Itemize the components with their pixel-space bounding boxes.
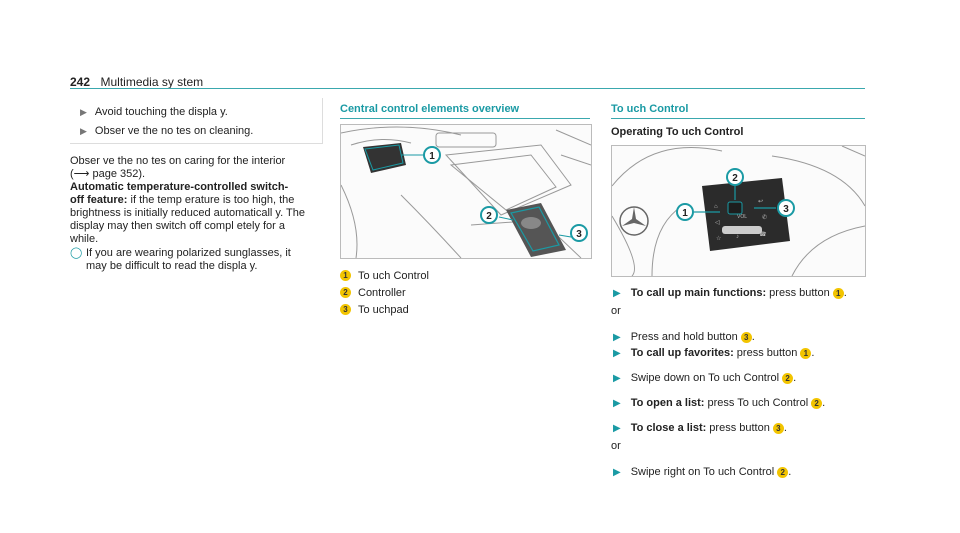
or-separator: or [611,305,621,317]
subheading: Operating To uch Control [611,126,744,138]
callout-1: 1 [676,203,694,221]
header-rule [70,88,865,89]
tip-note: ◯ If you are wearing polarized sunglasse… [70,247,291,272]
info-bulb-icon: ◯ [70,247,83,259]
svg-text:2: 2 [732,173,738,184]
step-arrow-icon: ▶ [613,422,621,434]
svg-text:1: 1 [682,208,688,219]
svg-text:☆: ☆ [716,235,721,242]
svg-text:⌂: ⌂ [714,204,718,210]
callout-number: 1 [832,287,844,299]
arrow-bullet-icon: ▶ [80,126,87,136]
dashboard-drawing: 1 2 3 [341,126,591,258]
body-text: Obser ve the no tes on caring for the in… [70,155,325,246]
or-separator: or [611,440,621,452]
page-header: 242 Multimedia sy stem [70,73,203,91]
section-rule [340,118,590,119]
arrow-bullet-icon: ▶ [80,107,87,117]
svg-text:3: 3 [576,229,582,240]
callout-number: 2 [340,287,351,298]
svg-text:2: 2 [486,211,492,222]
step-arrow-icon: ▶ [613,372,621,384]
section-rule [611,118,865,119]
step-arrow-icon: ▶ [613,347,621,359]
callout-number: 2 [811,397,823,409]
callout-number: 3 [772,422,784,434]
callout-number: 2 [782,372,794,384]
step-arrow-icon: ▶ [613,466,621,478]
callout-number: 2 [777,466,789,478]
callout-number: 3 [340,304,351,315]
svg-text:♪: ♪ [736,234,739,240]
callout-3: 3 [777,199,795,217]
callout-number: 1 [800,347,812,359]
mercedes-star-icon [619,206,649,236]
page-reference[interactable]: (⟶ page 352). [70,168,146,180]
svg-text:↩: ↩ [758,199,763,205]
section-heading-central: Central control elements overview [340,103,520,115]
callout-3: 3 [570,224,588,242]
svg-text:3: 3 [783,204,789,215]
callout-number: 3 [740,331,752,343]
step-arrow-icon: ▶ [613,331,621,343]
step-arrow-icon: ▶ [613,397,621,409]
notice-bullet-2: ▶Obser ve the no tes on cleaning. [80,125,254,137]
callout-2: 2 [726,168,744,186]
touch-control-illustration: ⌂ ↩ ◁ VOL ✆ ☆ ♪ ☎ 1 2 3 [611,145,866,277]
page-number: 242 [70,75,91,89]
svg-text:✆: ✆ [762,214,767,221]
notice-bullet-1: ▶Avoid touching the displa y. [80,106,228,118]
svg-text:◁: ◁ [715,220,720,226]
step-arrow-icon: ▶ [613,287,621,299]
page-title: Multimedia sy stem [100,75,204,89]
vol-label: VOL [737,214,747,220]
section-heading-touch-control: To uch Control [611,103,689,115]
callout-2: 2 [480,206,498,224]
svg-text:1: 1 [429,151,435,162]
steering-wheel-drawing: ⌂ ↩ ◁ VOL ✆ ☆ ♪ ☎ 1 2 3 [612,146,865,276]
callout-1: 1 [423,146,441,164]
central-controls-illustration: 1 2 3 [340,124,592,259]
callout-number: 1 [340,270,351,281]
notice-box [70,98,323,144]
svg-text:☎: ☎ [759,231,767,238]
reference-arrow-icon: ⟶ [73,168,90,180]
